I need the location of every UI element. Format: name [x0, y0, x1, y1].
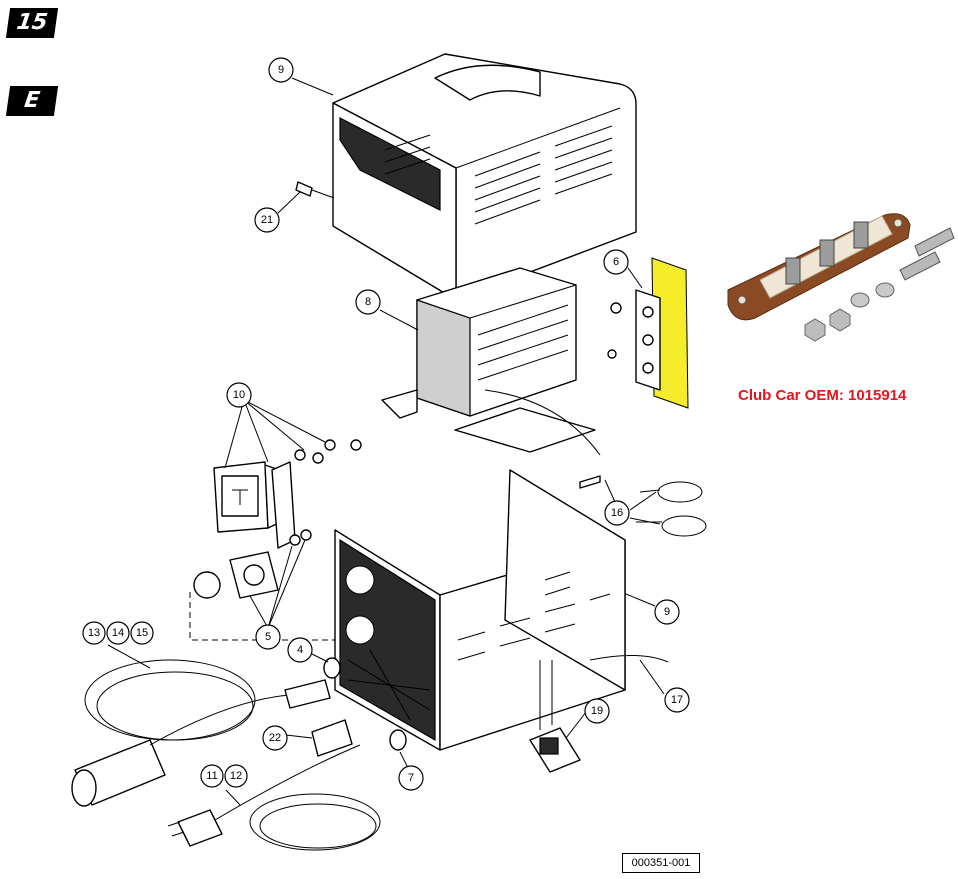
charger-base — [334, 469, 626, 751]
jumper-cables — [579, 475, 707, 537]
callout-6: 6 — [603, 249, 629, 275]
callout-13: 13 — [82, 621, 106, 645]
svg-text:19: 19 — [591, 705, 603, 717]
callout-19: 19 — [584, 698, 610, 724]
fuse-link — [529, 660, 581, 773]
svg-text:11: 11 — [206, 770, 217, 782]
svg-text:9: 9 — [664, 606, 670, 618]
svg-text:7: 7 — [408, 772, 414, 784]
oem-part-number-label: Club Car OEM: 1015914 — [738, 387, 907, 404]
callout-14: 14 — [106, 621, 130, 645]
callout-7: 7 — [398, 765, 424, 791]
svg-text:13: 13 — [88, 627, 100, 639]
callout-17: 17 — [664, 687, 690, 713]
svg-text:22: 22 — [269, 732, 281, 744]
callout-5: 5 — [255, 624, 281, 650]
terminal-board-photo — [727, 213, 955, 342]
svg-text:4: 4 — [297, 644, 303, 656]
callout-11: 11 — [200, 764, 224, 788]
strain-relief-22 — [311, 719, 353, 757]
wire-17 — [589, 654, 669, 663]
svg-text:15: 15 — [136, 627, 148, 639]
callout-4: 4 — [287, 637, 313, 663]
figure-id-box: 000351-001 — [622, 853, 700, 873]
callout-12: 12 — [224, 764, 248, 788]
svg-text:10: 10 — [233, 389, 245, 401]
callout-16: 16 — [604, 500, 630, 526]
callout-22: 22 — [262, 725, 288, 751]
screw-21 — [295, 181, 335, 199]
ac-cord — [167, 744, 381, 851]
callout-15: 15 — [130, 621, 154, 645]
terminal-board-highlighted — [607, 257, 689, 409]
callout-10: 10 — [226, 382, 252, 408]
charger-cover — [332, 53, 637, 301]
callout-9-top: 9 — [268, 57, 294, 83]
svg-text:8: 8 — [365, 296, 371, 308]
bushing-7 — [389, 729, 407, 751]
dc-cord — [71, 659, 331, 807]
svg-text:17: 17 — [671, 694, 683, 706]
svg-text:6: 6 — [613, 256, 619, 268]
bushing-4 — [323, 657, 341, 679]
svg-text:14: 14 — [112, 627, 124, 639]
svg-text:16: 16 — [611, 507, 623, 519]
svg-text:5: 5 — [265, 631, 271, 643]
callout-21: 21 — [254, 207, 280, 233]
cover-vents — [384, 125, 613, 225]
callout-9-bottom: 9 — [654, 599, 680, 625]
callout-8: 8 — [355, 289, 381, 315]
ammeter — [213, 439, 362, 549]
svg-text:12: 12 — [230, 770, 242, 782]
timer-assembly — [189, 529, 335, 641]
svg-text:21: 21 — [261, 214, 273, 226]
svg-text:9: 9 — [278, 64, 284, 76]
transformer — [381, 267, 601, 456]
